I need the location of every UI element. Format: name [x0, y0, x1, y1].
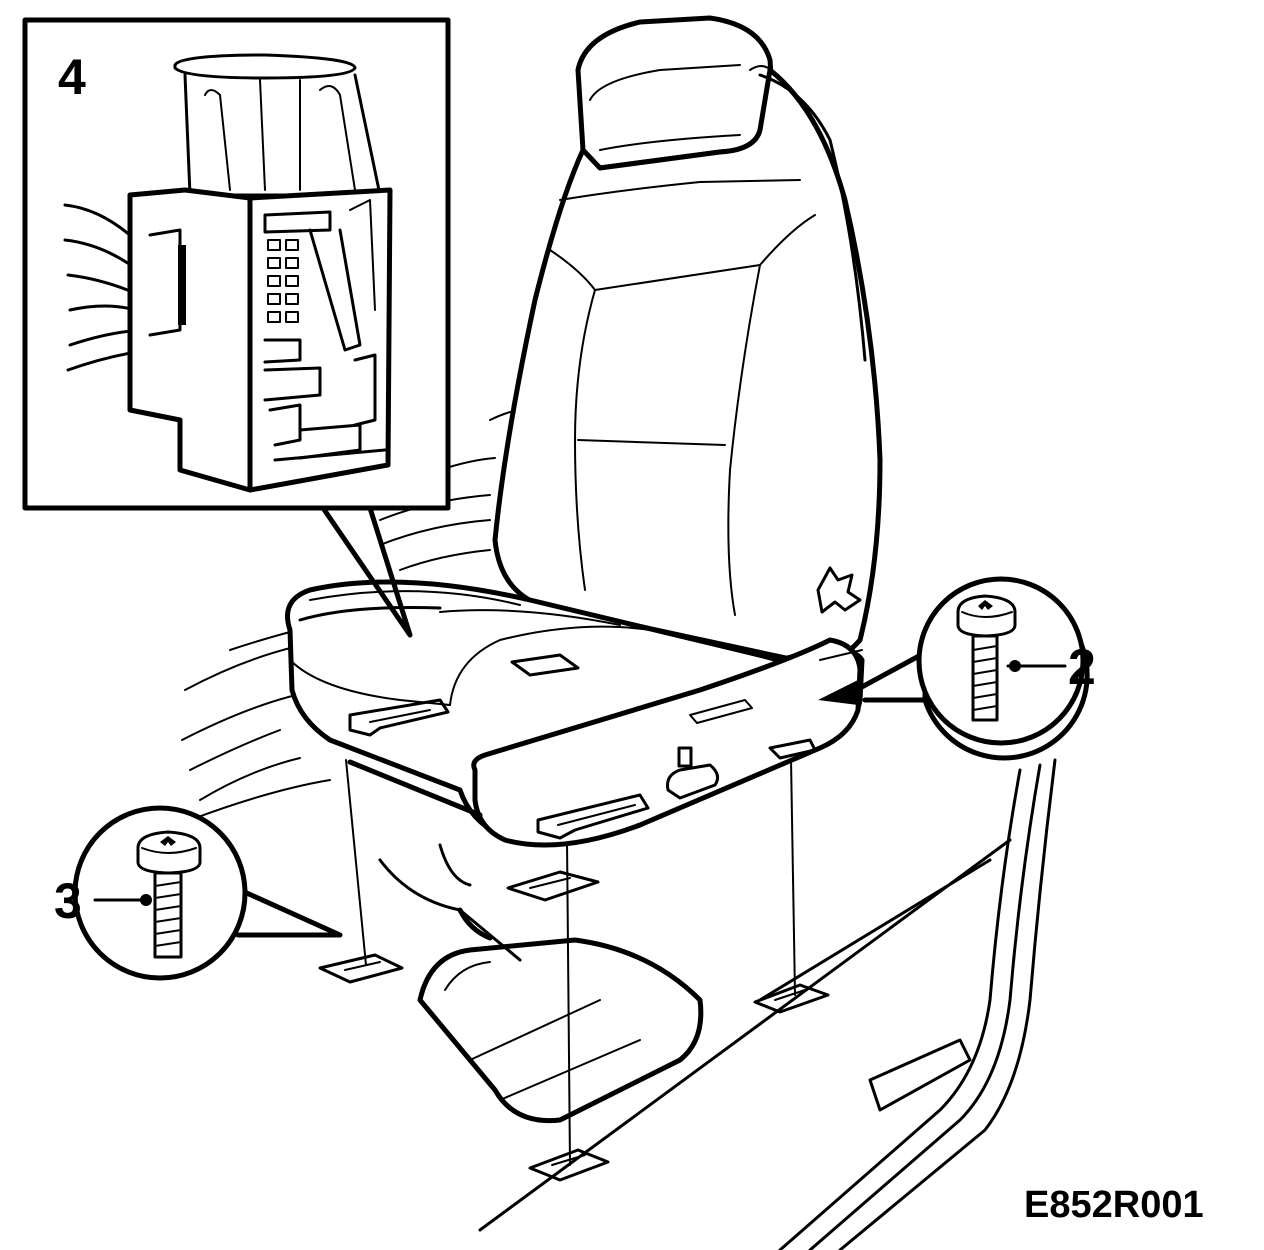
screw-icon	[956, 594, 1067, 722]
connector-detail-box	[22, 17, 451, 638]
seat	[285, 15, 883, 848]
callout-4-label: 4	[58, 49, 86, 105]
connector-pins	[267, 239, 299, 323]
vehicle-floor	[181, 411, 1012, 1232]
figure-reference-code: E852R001	[1024, 1184, 1204, 1226]
screw-detail-2	[857, 576, 1090, 761]
screw-detail-3	[72, 805, 343, 981]
screw-icon	[93, 830, 202, 959]
callout-3-label: 3	[54, 873, 82, 929]
electrical-connector-icon	[63, 53, 393, 493]
floor-brackets	[318, 870, 830, 1182]
door-sill	[778, 758, 1057, 1250]
callout-2-label: 2	[1068, 639, 1096, 695]
